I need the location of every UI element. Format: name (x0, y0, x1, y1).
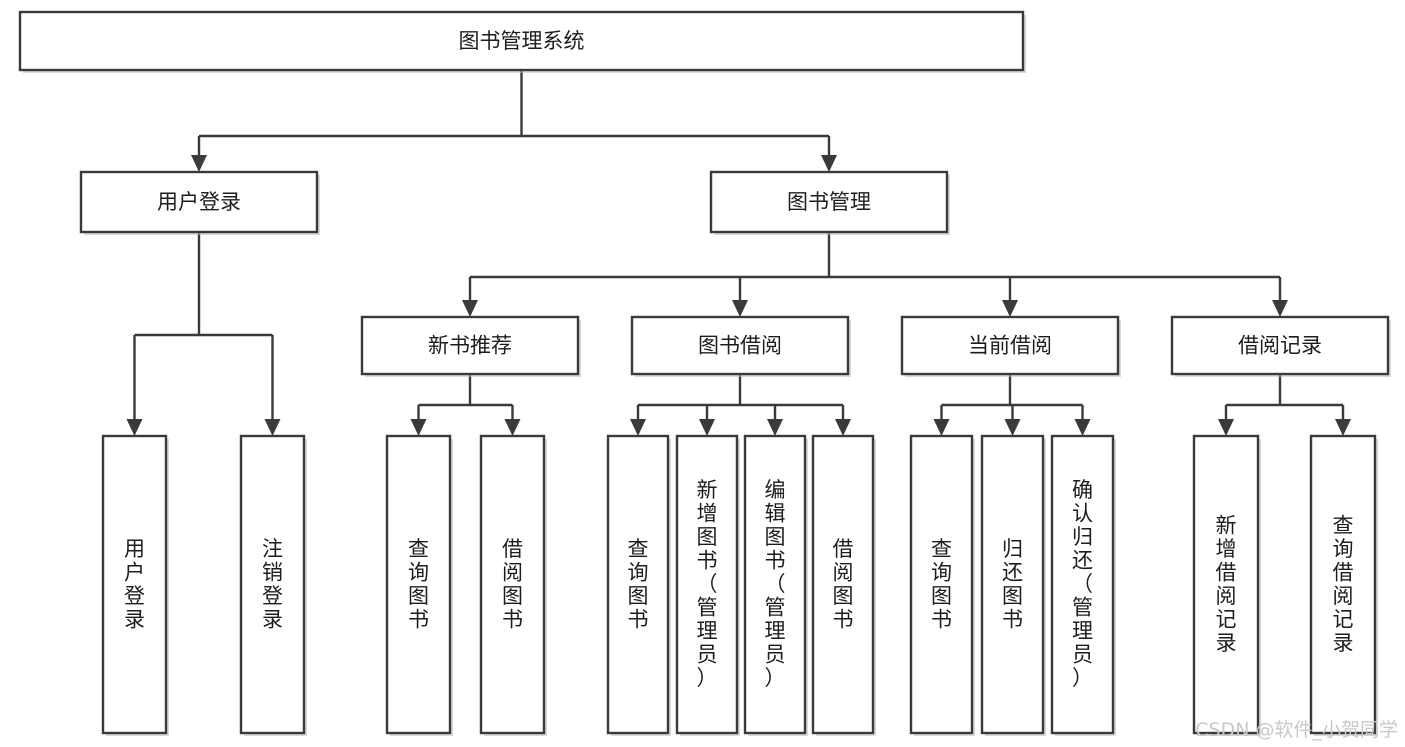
node-label: 查询图书 (931, 537, 952, 632)
node-leaf-add-record[interactable]: 新增借阅记录 (1192, 434, 1261, 736)
node-leaf-edit-book[interactable]: 编辑图书（管理员） (743, 434, 808, 736)
node-label: 图书管理系统 (459, 29, 585, 53)
node-label: 新增借阅记录 (1216, 513, 1237, 655)
arrow-head-icon (933, 419, 950, 436)
node-box[interactable] (743, 434, 807, 735)
arrow-head-icon (1004, 419, 1021, 436)
node-box[interactable] (79, 170, 319, 234)
node-label: 新书推荐 (428, 334, 512, 358)
node-box[interactable] (1050, 434, 1115, 735)
node-box[interactable] (1170, 315, 1390, 376)
connector-layer (126, 70, 1351, 436)
node-box[interactable] (239, 434, 306, 735)
node-label: 查询借阅记录 (1333, 513, 1354, 655)
node-box[interactable] (811, 434, 875, 735)
node-book-manage[interactable]: 图书管理 (709, 170, 950, 235)
node-label: 查询图书 (408, 537, 429, 632)
node-leaf-user-login[interactable]: 用户登录 (101, 434, 169, 736)
node-label: 用户登录 (124, 537, 145, 632)
node-root[interactable]: 图书管理系统 (18, 10, 1026, 73)
arrow-head-icon (191, 155, 207, 172)
arrow-head-icon (630, 419, 646, 436)
arrow-head-icon (699, 419, 715, 436)
arrow-head-icon (821, 155, 837, 172)
arrow-head-icon (462, 300, 478, 317)
node-label: 查询图书 (628, 537, 649, 632)
node-label: 图书借阅 (698, 334, 782, 358)
node-leaf-query-book-2[interactable]: 查询图书 (606, 434, 671, 736)
node-leaf-query-book-1[interactable]: 查询图书 (385, 434, 453, 736)
node-label: 借阅图书 (833, 537, 854, 632)
node-leaf-user-logout[interactable]: 注销登录 (239, 434, 307, 736)
node-leaf-add-book[interactable]: 新增图书（管理员） (675, 434, 740, 736)
node-box[interactable] (675, 434, 739, 735)
node-box[interactable] (479, 434, 546, 735)
arrow-head-icon (264, 419, 281, 436)
node-label: 确认归还（管理员） (1072, 478, 1093, 690)
arrow-head-icon (1272, 300, 1288, 317)
node-label: 编辑图书（管理员） (765, 478, 786, 690)
node-box[interactable] (980, 434, 1045, 735)
node-box[interactable] (1192, 434, 1260, 735)
node-box[interactable] (709, 170, 949, 234)
arrow-head-icon (1002, 300, 1018, 317)
node-label: 归还图书 (1002, 537, 1023, 632)
node-new-book-recommend[interactable]: 新书推荐 (360, 315, 581, 377)
node-leaf-confirm-return[interactable]: 确认归还（管理员） (1050, 434, 1116, 736)
node-leaf-query-record[interactable]: 查询借阅记录 (1309, 434, 1378, 736)
node-book-borrow[interactable]: 图书借阅 (630, 315, 851, 377)
node-box[interactable] (385, 434, 452, 735)
arrow-head-icon (767, 419, 783, 436)
node-label: 图书管理 (787, 190, 871, 214)
node-user-login[interactable]: 用户登录 (79, 170, 320, 235)
node-label: 用户登录 (157, 190, 241, 214)
node-layer: 图书管理系统用户登录图书管理新书推荐图书借阅当前借阅借阅记录用户登录注销登录查询… (18, 10, 1391, 736)
node-leaf-borrow-book-1[interactable]: 借阅图书 (479, 434, 547, 736)
arrow-head-icon (410, 419, 427, 436)
arrow-head-icon (126, 419, 143, 436)
node-box[interactable] (1309, 434, 1377, 735)
node-leaf-return-book[interactable]: 归还图书 (980, 434, 1046, 736)
node-leaf-borrow-book-2[interactable]: 借阅图书 (811, 434, 876, 736)
node-box[interactable] (606, 434, 670, 735)
node-box[interactable] (101, 434, 168, 735)
node-label: 新增图书（管理员） (697, 478, 718, 690)
arrow-head-icon (1335, 419, 1351, 436)
node-current-borrow[interactable]: 当前借阅 (900, 315, 1121, 377)
node-label: 注销登录 (262, 537, 283, 632)
arrow-head-icon (1218, 419, 1234, 436)
node-box[interactable] (630, 315, 850, 376)
node-label: 借阅图书 (502, 537, 523, 632)
node-leaf-query-book-3[interactable]: 查询图书 (909, 434, 975, 736)
node-box[interactable] (909, 434, 974, 735)
node-borrow-record[interactable]: 借阅记录 (1170, 315, 1391, 377)
node-box[interactable] (360, 315, 580, 376)
node-box[interactable] (900, 315, 1120, 376)
arrow-head-icon (732, 300, 748, 317)
node-box[interactable] (18, 10, 1025, 72)
arrow-head-icon (1074, 419, 1091, 436)
node-label: 当前借阅 (968, 334, 1052, 358)
arrow-head-icon (835, 419, 851, 436)
csdn-watermark: CSDN @软件_小贺同学 (1195, 719, 1398, 741)
arrow-head-icon (504, 419, 521, 436)
node-label: 借阅记录 (1238, 334, 1322, 358)
